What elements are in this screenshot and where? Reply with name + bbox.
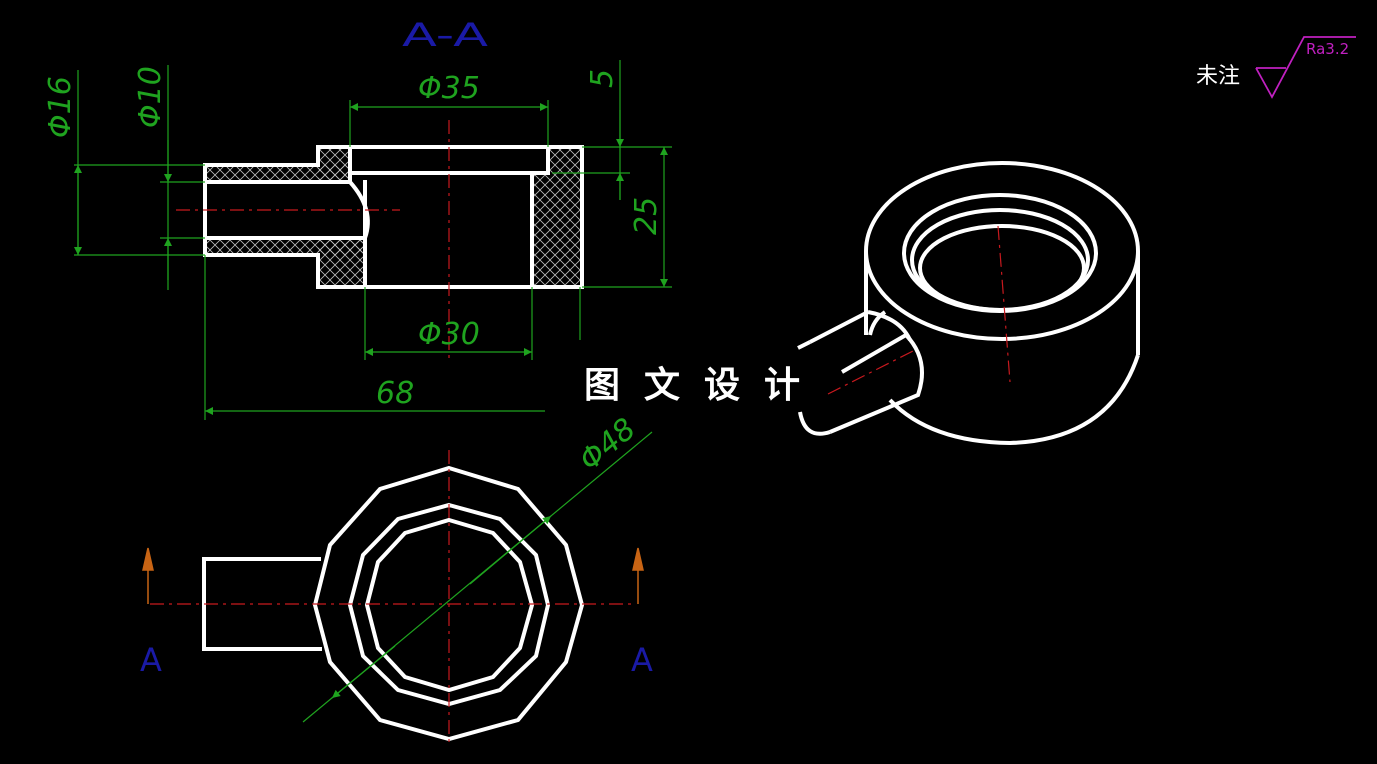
roughness-label: 未注 bbox=[1196, 64, 1240, 89]
top-view-centerlines bbox=[150, 450, 636, 742]
section-centerlines bbox=[176, 120, 450, 360]
dim-d30-label: Φ30 bbox=[418, 317, 480, 352]
dim-68-label: 68 bbox=[376, 376, 414, 411]
dim-d10-label: Φ10 bbox=[133, 66, 168, 128]
dim-25-label: 25 bbox=[629, 197, 664, 235]
section-view bbox=[176, 120, 584, 360]
section-title: A-A bbox=[402, 16, 488, 54]
dim-5-label: 5 bbox=[585, 69, 620, 88]
iso-outline bbox=[797, 161, 1140, 446]
roughness-symbol bbox=[1255, 36, 1356, 99]
isometric-view bbox=[797, 161, 1140, 446]
dim-d48-line bbox=[302, 431, 653, 723]
section-cut-arrows bbox=[142, 547, 644, 604]
roughness-value: Ra3.2 bbox=[1306, 40, 1349, 58]
section-marker-right: A bbox=[631, 641, 653, 679]
dim-d16-label: Φ16 bbox=[43, 76, 78, 138]
watermark: 图文设计 bbox=[584, 365, 814, 406]
dim-d35-label: Φ35 bbox=[418, 71, 480, 106]
top-view: Φ48 A A bbox=[140, 412, 653, 742]
section-dimensions bbox=[74, 60, 672, 420]
section-marker-left: A bbox=[140, 641, 162, 679]
iso-centerlines bbox=[827, 225, 1011, 395]
roughness-note: 未注 Ra3.2 bbox=[1196, 36, 1356, 99]
section-hatching bbox=[205, 147, 582, 287]
